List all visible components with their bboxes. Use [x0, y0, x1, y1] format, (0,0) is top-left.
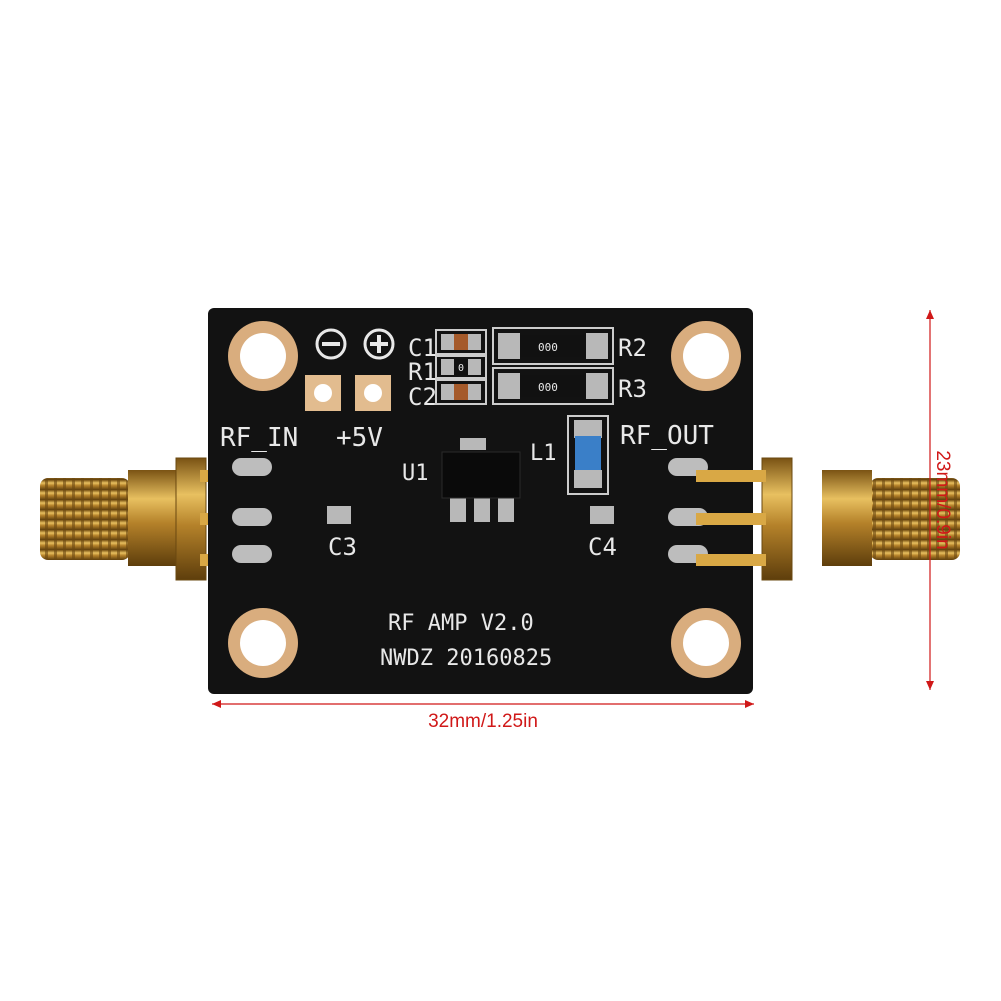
mounting-hole	[671, 321, 741, 391]
label-u1: U1	[402, 461, 429, 486]
resistor-marking-r3: 000	[538, 381, 558, 394]
label-r3: R3	[618, 375, 647, 403]
label-c2: C2	[408, 383, 437, 411]
height-label: 23mm/0.9in	[932, 450, 953, 549]
board-date-code: NWDZ 20160825	[380, 646, 552, 671]
board-title: RF AMP V2.0	[388, 611, 534, 636]
minus-symbol-icon	[315, 328, 347, 360]
power-pad-positive	[355, 375, 391, 411]
label-5v: +5V	[336, 423, 383, 453]
label-rf-in: RF_IN	[220, 423, 298, 453]
sma-connector-right	[761, 457, 960, 581]
label-r2: R2	[618, 334, 647, 362]
inductor-l1	[575, 436, 601, 470]
label-c1: C1	[408, 334, 437, 362]
resistor-marking-r1: 0	[458, 363, 464, 374]
width-dimension: 32mm/1.25in	[212, 700, 754, 732]
plus-symbol-icon	[363, 328, 395, 360]
height-dimension: 23mm/0.9in	[926, 310, 953, 690]
label-l1: L1	[530, 441, 557, 466]
mounting-hole	[671, 608, 741, 678]
mounting-hole	[228, 321, 298, 391]
pcb-board: C1 R1 C2 R2 R3 000 000 0 RF_IN +5V U1 L1…	[208, 308, 766, 694]
mounting-hole	[228, 608, 298, 678]
label-c3: C3	[328, 533, 357, 561]
u1-chip	[441, 451, 521, 499]
label-c4: C4	[588, 533, 617, 561]
label-r1: R1	[408, 358, 437, 386]
label-rf-out: RF_OUT	[620, 421, 714, 451]
power-pad-negative	[305, 375, 341, 411]
width-label: 32mm/1.25in	[428, 711, 538, 732]
resistor-marking-r2: 000	[538, 341, 558, 354]
